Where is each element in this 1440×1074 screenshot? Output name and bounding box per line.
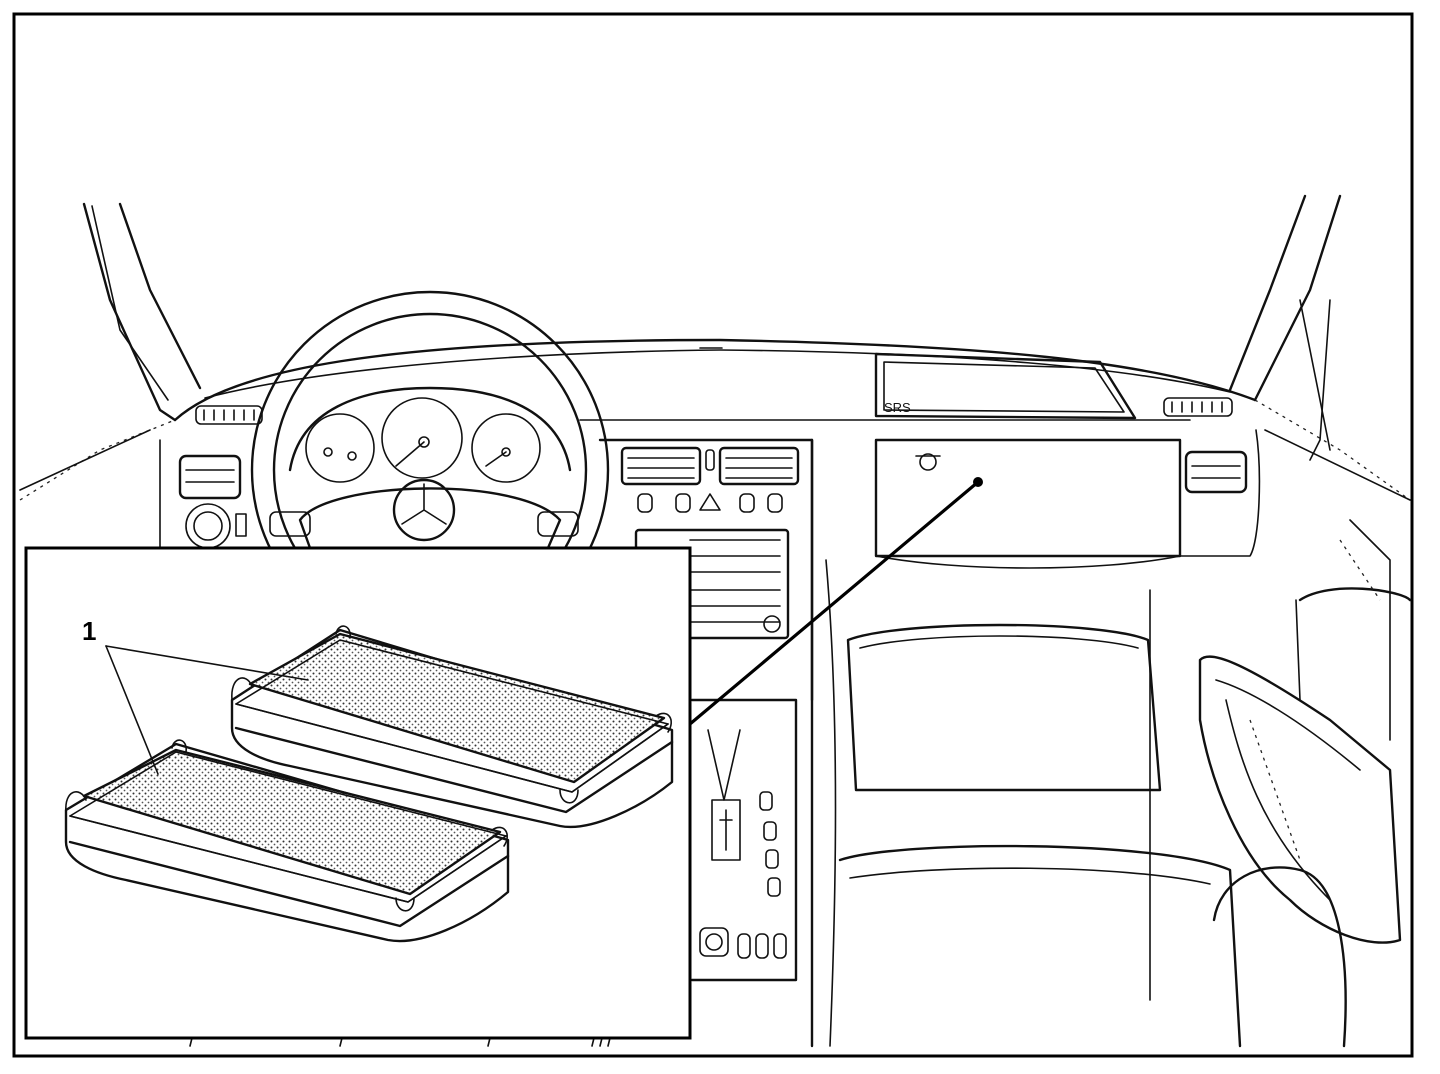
callout-label-1: 1: [82, 616, 96, 646]
car-interior-scene: SRS: [19, 194, 1412, 1048]
figure-border: [12, 12, 1414, 1058]
cabin-filter-element-upper: [230, 625, 674, 829]
filter-location-dot: [973, 477, 983, 487]
airbag-label: SRS: [884, 400, 911, 415]
filter-detail-inset: 1: [24, 546, 692, 1040]
callout-leader-upper: [105, 645, 309, 681]
cabin-filter-element-lower: [64, 739, 510, 943]
leader-line: [688, 480, 980, 726]
callout-leader-lower: [105, 645, 159, 775]
